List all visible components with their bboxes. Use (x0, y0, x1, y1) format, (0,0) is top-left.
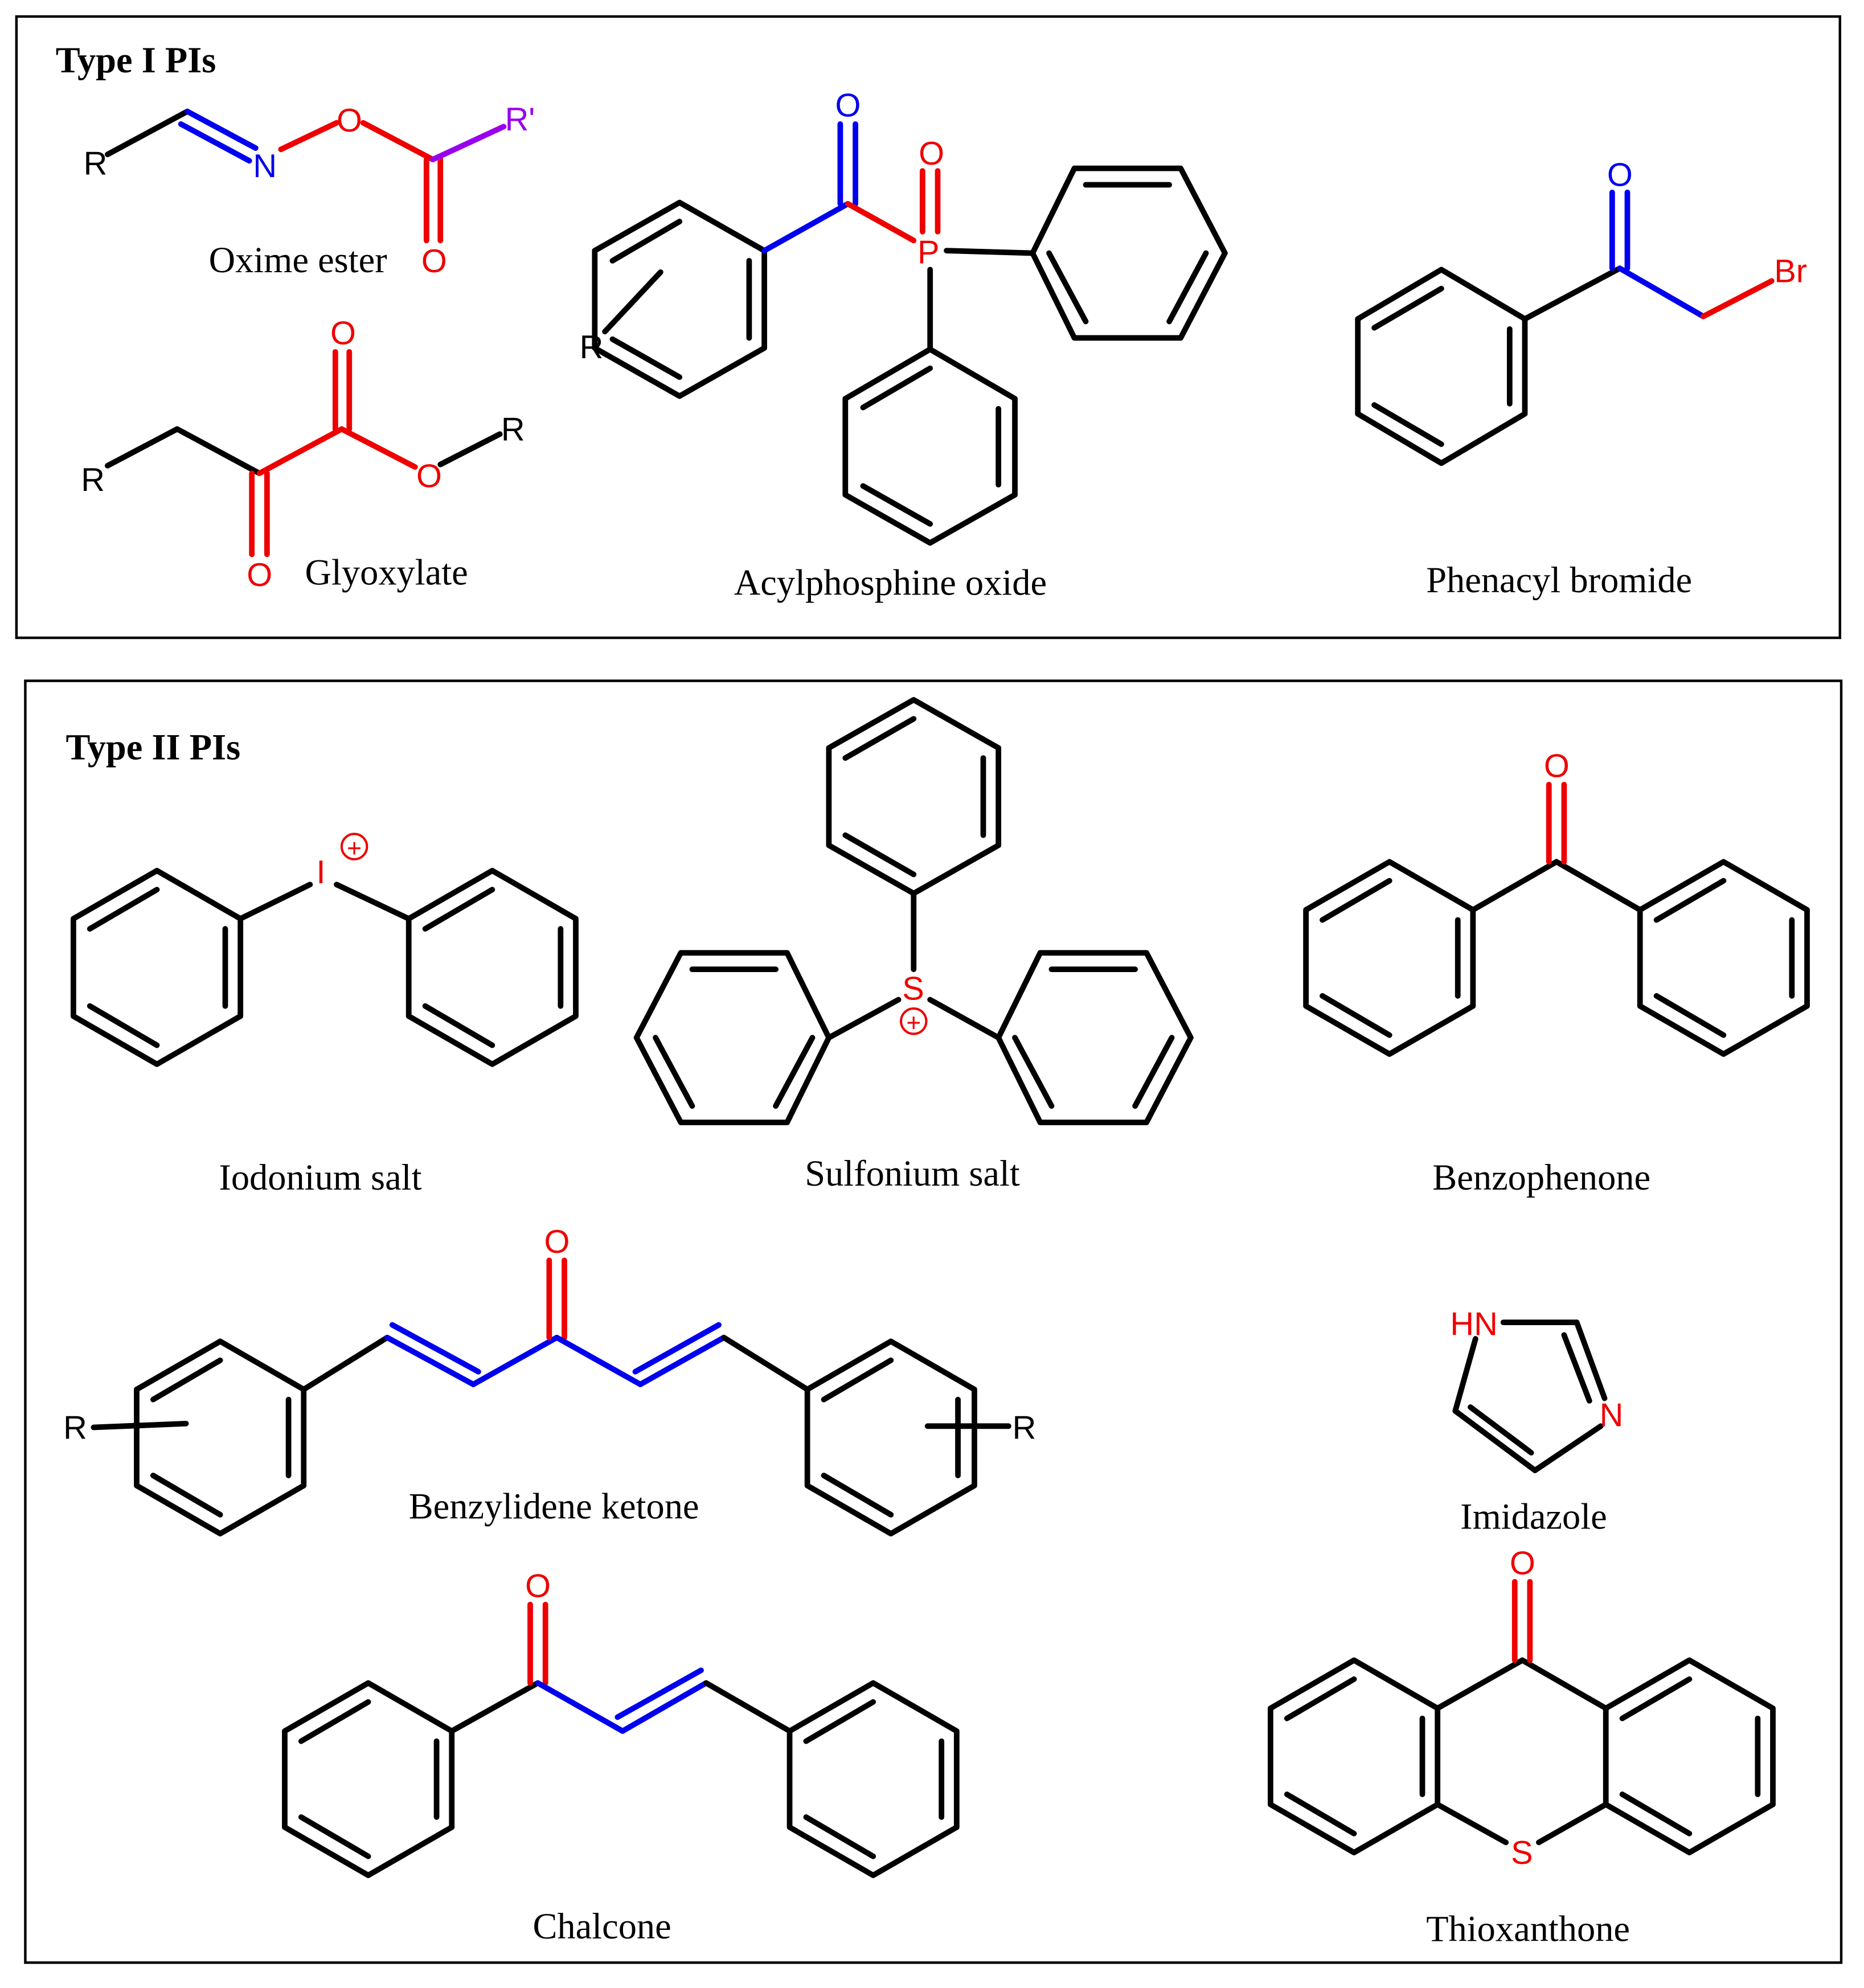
type2-heading: Type II PIs (66, 727, 241, 767)
atom-Br: Br (1774, 253, 1807, 290)
benzylidene-ketone-structure: R O R (63, 1224, 1037, 1537)
benzylidene-ketone-label: Benzylidene ketone (409, 1486, 699, 1527)
iodonium-salt-structure: I + (70, 833, 579, 1067)
atom-O: O (247, 557, 272, 593)
atom-N: N (253, 148, 277, 185)
atom-R: R (1013, 1410, 1037, 1446)
atom-P: P (917, 234, 940, 270)
atom-R: R (81, 462, 105, 498)
imidazole-label: Imidazole (1460, 1496, 1607, 1536)
atom-O: O (544, 1224, 570, 1260)
atom-R-prime: R' (505, 101, 535, 138)
type2-panel (24, 679, 1843, 1964)
thioxanthone-structure: O S (1267, 1545, 1776, 1871)
atom-R: R (63, 1410, 87, 1446)
acylphosphine-oxide-label: Acylphosphine oxide (734, 562, 1047, 602)
atom-O: O (421, 243, 447, 280)
chalcone-label: Chalcone (532, 1906, 671, 1946)
atom-N: N (1600, 1397, 1624, 1433)
imidazole-structure: HN N (1450, 1306, 1624, 1473)
atom-O: O (1510, 1545, 1535, 1581)
atom-O: O (416, 458, 442, 495)
benzophenone-label: Benzophenone (1432, 1157, 1650, 1198)
atom-I: I (316, 854, 325, 891)
atom-S: S (1511, 1835, 1533, 1871)
oxime-ester-label: Oxime ester (209, 240, 387, 280)
charge-plus: + (906, 1009, 921, 1037)
glyoxylate-structure: R O O R O (81, 315, 525, 593)
charge-plus-circle (340, 833, 368, 860)
atom-R: R (580, 329, 604, 366)
thioxanthone-label: Thioxanthone (1426, 1909, 1630, 1949)
atom-O: O (835, 88, 861, 124)
atom-HN: HN (1450, 1306, 1497, 1342)
type1-panel (15, 15, 1842, 640)
charge-plus-circle (900, 1007, 928, 1035)
atom-O: O (525, 1568, 551, 1604)
type1-heading: Type I PIs (56, 40, 216, 80)
atom-O: O (1544, 748, 1570, 784)
chalcone-structure: O (282, 1568, 960, 1879)
atom-O: O (1607, 157, 1633, 194)
glyoxylate-label: Glyoxylate (305, 552, 468, 593)
iodonium-salt-label: Iodonium salt (219, 1157, 421, 1198)
atom-S: S (902, 970, 924, 1007)
atom-O: O (337, 103, 362, 139)
atom-R: R (84, 146, 108, 182)
charge-plus: + (347, 834, 362, 862)
phenacyl-bromide-structure: O Br (1355, 157, 1807, 466)
atom-O: O (919, 136, 944, 172)
acylphosphine-oxide-structure: R O O P (580, 88, 1228, 546)
atom-O: O (330, 315, 356, 352)
sulfonium-salt-label: Sulfonium salt (805, 1153, 1020, 1194)
sulfonium-salt-structure: S + (633, 696, 1194, 1125)
oxime-ester-structure: R N O R' O (84, 101, 535, 280)
phenacyl-bromide-label: Phenacyl bromide (1426, 560, 1692, 600)
benzophenone-structure: O (1303, 748, 1810, 1057)
atom-R: R (501, 411, 525, 448)
